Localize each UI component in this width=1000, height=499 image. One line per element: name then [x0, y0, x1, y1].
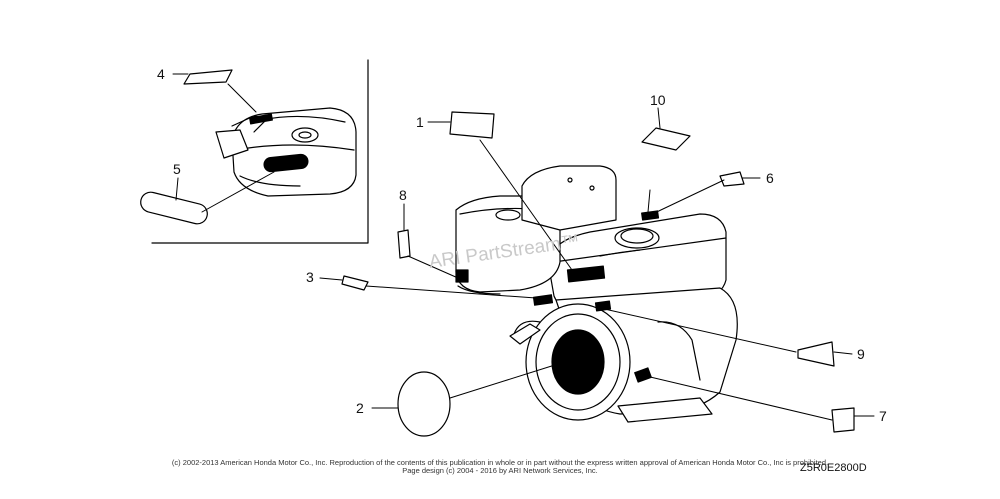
air-cleaner-inset [215, 107, 357, 197]
decal-3 [341, 275, 369, 291]
drawing-id: Z5R0E2800D [800, 462, 867, 474]
callout-6: 6 [766, 170, 774, 186]
callout-2: 2 [356, 400, 364, 416]
decal-7 [831, 407, 855, 433]
decal-1 [449, 111, 495, 139]
decal-2 [397, 371, 451, 437]
callout-labels: 1 2 3 4 5 6 7 8 9 10 [157, 66, 887, 424]
callout-1: 1 [416, 114, 424, 130]
callout-9: 9 [857, 346, 865, 362]
decal-6 [719, 171, 745, 187]
engine-illustration [455, 165, 738, 423]
callout-5: 5 [173, 161, 181, 177]
callout-10: 10 [650, 92, 666, 108]
copyright-notice: (c) 2002-2013 American Honda Motor Co., … [171, 458, 829, 467]
decal-8 [397, 229, 411, 259]
decal-4 [183, 69, 233, 85]
decal-10 [641, 127, 691, 151]
page-design-notice: Page design (c) 2004 - 2016 by ARI Netwo… [402, 466, 598, 475]
callout-7: 7 [879, 408, 887, 424]
leader-lines [172, 73, 875, 421]
callout-8: 8 [399, 187, 407, 203]
callout-3: 3 [306, 269, 314, 285]
callout-4: 4 [157, 66, 165, 82]
decal-9 [797, 341, 835, 367]
decal-5 [140, 191, 208, 225]
inset-frame [151, 59, 369, 244]
